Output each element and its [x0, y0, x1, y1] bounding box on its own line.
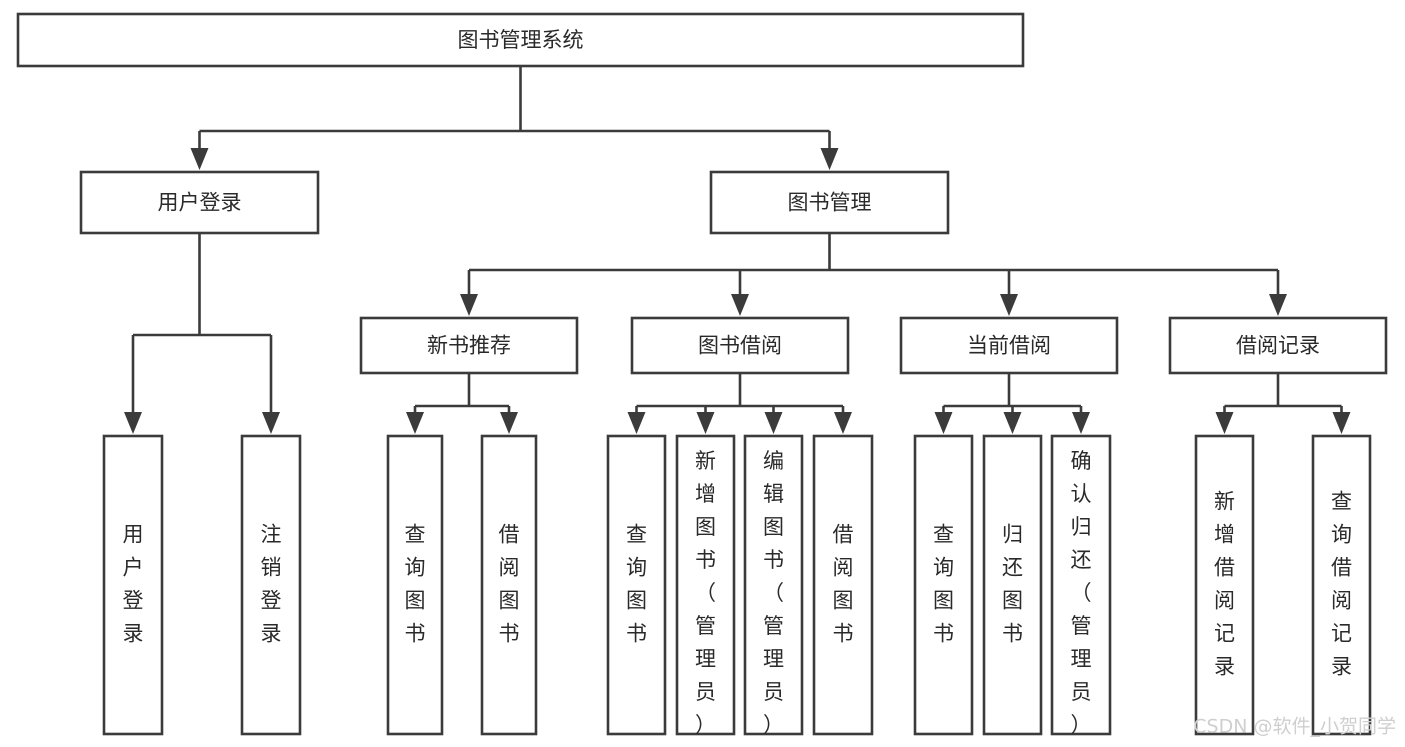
arrow-head-1: [500, 412, 518, 434]
node-new-book-recommend[interactable]: 新书推荐: [359, 316, 579, 375]
arrow-head-2: [1072, 412, 1090, 434]
arrow-head-3: [834, 412, 852, 434]
node-box-leaf-user-login: [102, 434, 164, 736]
node-label-leaf-borrow-book-2: 借阅图书: [833, 523, 854, 646]
node-leaf-edit-book[interactable]: 编辑图书（管理员）: [743, 434, 804, 737]
node-box-book-borrow: [630, 316, 850, 375]
arrow-head-1: [731, 294, 749, 316]
arrow-head-1: [1003, 412, 1022, 434]
node-label-leaf-query-book-3: 查询图书: [933, 523, 954, 646]
arrow-head-1: [820, 148, 839, 170]
node-label-new-book-recommend: 新书推荐: [427, 334, 511, 358]
node-leaf-add-book[interactable]: 新增图书（管理员）: [675, 434, 736, 737]
node-box-leaf-add-book: [675, 434, 736, 736]
arrow-head-1: [696, 412, 715, 434]
node-leaf-logout[interactable]: 注销登录: [240, 434, 302, 736]
node-box-leaf-query-book-1: [386, 434, 444, 736]
node-label-leaf-confirm-return: 确认归还（管理员）: [1071, 449, 1092, 737]
node-label-borrow-record: 借阅记录: [1236, 334, 1320, 358]
node-user-login[interactable]: 用户登录: [79, 170, 320, 235]
node-leaf-query-book-1[interactable]: 查询图书: [386, 434, 444, 736]
arrow-head-2: [1000, 294, 1018, 316]
node-leaf-return-book[interactable]: 归还图书: [982, 434, 1043, 736]
connector-layer: [124, 66, 1351, 434]
node-box-leaf-logout: [240, 434, 302, 736]
arrow-head-0: [934, 412, 953, 434]
node-label-root: 图书管理系统: [458, 28, 584, 52]
node-label-current-borrow: 当前借阅: [967, 334, 1051, 358]
node-box-root: [16, 12, 1025, 68]
node-label-user-login: 用户登录: [158, 191, 242, 215]
arrow-head-0: [124, 412, 142, 434]
node-label-leaf-borrow-book-1: 借阅图书: [499, 523, 520, 646]
arrow-head-0: [460, 294, 478, 316]
node-book-manage[interactable]: 图书管理: [709, 170, 950, 235]
node-book-borrow[interactable]: 图书借阅: [630, 316, 850, 375]
node-box-leaf-return-book: [982, 434, 1043, 736]
node-box-leaf-confirm-return: [1050, 434, 1112, 736]
node-leaf-query-record[interactable]: 查询借阅记录: [1311, 434, 1372, 736]
node-leaf-confirm-return[interactable]: 确认归还（管理员）: [1050, 434, 1112, 737]
node-box-current-borrow: [899, 316, 1119, 375]
arrow-head-3: [1269, 294, 1287, 316]
node-borrow-record[interactable]: 借阅记录: [1168, 316, 1388, 375]
arrow-head-0: [190, 148, 209, 170]
node-leaf-borrow-book-1[interactable]: 借阅图书: [480, 434, 538, 736]
node-box-leaf-query-record: [1311, 434, 1372, 736]
node-leaf-borrow-book-2[interactable]: 借阅图书: [812, 434, 874, 736]
node-label-leaf-query-record: 查询借阅记录: [1331, 490, 1352, 679]
node-box-leaf-borrow-book-1: [480, 434, 538, 736]
node-label-leaf-logout: 注销登录: [261, 523, 282, 646]
csdn-watermark: CSDN @软件_小贺同学: [1193, 716, 1396, 738]
node-box-leaf-query-book-2: [606, 434, 667, 736]
node-box-new-book-recommend: [359, 316, 579, 375]
node-root[interactable]: 图书管理系统: [16, 12, 1025, 68]
node-leaf-add-record[interactable]: 新增借阅记录: [1194, 434, 1255, 736]
node-current-borrow[interactable]: 当前借阅: [899, 316, 1119, 375]
node-leaf-query-book-2[interactable]: 查询图书: [606, 434, 667, 736]
node-leaf-user-login[interactable]: 用户登录: [102, 434, 164, 736]
node-label-book-manage: 图书管理: [788, 191, 872, 215]
node-label-book-borrow: 图书借阅: [698, 334, 782, 358]
node-box-user-login: [79, 170, 320, 235]
arrow-head-0: [406, 412, 424, 434]
node-box-leaf-borrow-book-2: [812, 434, 874, 736]
arrow-head-1: [1332, 412, 1351, 434]
node-label-leaf-add-record: 新增借阅记录: [1214, 490, 1235, 679]
arrow-head-0: [1215, 412, 1234, 434]
node-box-leaf-query-book-3: [913, 434, 974, 736]
node-label-leaf-edit-book: 编辑图书（管理员）: [763, 449, 784, 737]
node-box-leaf-add-record: [1194, 434, 1255, 736]
node-box-book-manage: [709, 170, 950, 235]
node-label-leaf-add-book: 新增图书（管理员）: [695, 449, 716, 737]
node-label-leaf-return-book: 归还图书: [1002, 523, 1023, 646]
node-leaf-query-book-3[interactable]: 查询图书: [913, 434, 974, 736]
node-label-leaf-query-book-1: 查询图书: [405, 523, 426, 646]
node-box-leaf-edit-book: [743, 434, 804, 736]
arrow-head-0: [627, 412, 646, 434]
arrow-head-2: [764, 412, 783, 434]
node-label-leaf-user-login: 用户登录: [123, 523, 144, 646]
node-label-leaf-query-book-2: 查询图书: [626, 523, 647, 646]
arrow-head-1: [262, 412, 280, 434]
node-box-borrow-record: [1168, 316, 1388, 375]
node-layer: 图书管理系统用户登录图书管理新书推荐图书借阅当前借阅借阅记录用户登录注销登录查询…: [16, 12, 1388, 737]
